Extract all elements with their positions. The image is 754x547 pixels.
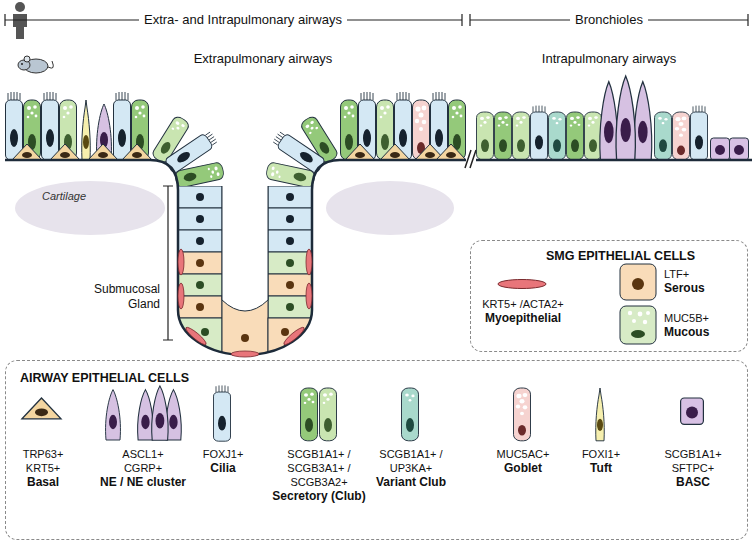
panel-title: SMG EPITHELIAL CELLS <box>546 248 695 264</box>
marker-text: SCGB1A1+ SFTPC+ <box>662 447 724 475</box>
marker-text: ASCL1+ CGRP+ <box>113 447 173 475</box>
airway-key-icons <box>22 385 703 441</box>
cell-type-key: ASCL1+ CGRP+NE / NE cluster <box>91 447 195 490</box>
cell-name: Mucous <box>664 325 748 340</box>
cell-name: NE / NE cluster <box>91 475 195 490</box>
cell-name: Secretory (Club) <box>262 489 376 504</box>
cartilage-outline <box>15 181 165 235</box>
myoepithelial-cells <box>178 249 312 357</box>
cell-type-key: MUC5B+Mucous <box>664 311 748 340</box>
marker-text: FOXJ1+ <box>193 447 253 461</box>
marker-text: LTF+ <box>664 267 748 281</box>
cell-name: Myoepithelial <box>473 311 573 326</box>
marker-text: TRP63+ KRT5+ <box>15 447 71 475</box>
cell-name: Serous <box>664 281 748 296</box>
cell-type-key: SCGB1A1+ SFTPC+BASC <box>656 447 730 490</box>
cell-name: Goblet <box>486 461 560 476</box>
surface-epithelium <box>6 92 467 188</box>
region-label: Submucosal Gland <box>84 282 160 312</box>
marker-text: FOXI1+ <box>571 447 631 461</box>
cell-name: Cilia <box>191 461 255 476</box>
basement-membrane <box>5 160 466 355</box>
cell-name: BASC <box>656 475 730 490</box>
cell-name: Variant Club <box>364 475 458 490</box>
cell-type-key: TRP63+ KRT5+Basal <box>6 447 80 490</box>
cartilage-label: Cartilage <box>42 190 165 203</box>
break-mark <box>465 150 476 168</box>
cell-type-key: SCGB1A1+ / SCGB3A1+ / SCGB3A2+Secretory … <box>262 447 376 504</box>
region-label: Extrapulmonary airways <box>189 51 338 67</box>
region-label: Bronchioles <box>570 12 648 28</box>
marker-text: SCGB1A1+ / SCGB3A1+ / SCGB3A2+ <box>284 447 354 489</box>
cartilage-ellipse <box>326 181 454 235</box>
cell-type-key: FOXI1+Tuft <box>569 447 633 476</box>
cell-type-key: MUC5AC+Goblet <box>486 447 560 476</box>
marker-text: KRT5+ /ACTA2+ <box>475 297 571 311</box>
cell-type-key: KRT5+ /ACTA2+Myoepithelial <box>473 297 573 326</box>
region-label: Intrapulmonary airways <box>537 51 681 67</box>
submucosal-gland <box>178 186 312 360</box>
bronchiole-epithelium <box>476 76 752 160</box>
panel-title: AIRWAY EPITHELIAL CELLS <box>20 370 189 386</box>
marker-text: SCGB1A1+ / UP3KA+ <box>375 447 447 475</box>
species-icons <box>13 2 53 73</box>
cell-name: Tuft <box>569 461 633 476</box>
cell-panel: AIRWAY EPITHELIAL CELLS TRP63+ KRT5+Basal… <box>5 360 748 540</box>
cartilage-shape <box>15 181 165 235</box>
marker-text: MUC5B+ <box>664 311 748 325</box>
cartilage-ellipse: Cartilage <box>15 181 165 235</box>
cell-name: Basal <box>6 475 80 490</box>
cell-type-key: FOXJ1+Cilia <box>191 447 255 476</box>
cell-type-key: LTF+Serous <box>664 267 748 296</box>
marker-text: MUC5AC+ <box>493 447 553 461</box>
cell-type-key: SCGB1A1+ / UP3KA+Variant Club <box>364 447 458 490</box>
cell-panel: SMG EPITHELIAL CELLS KRT5+ /ACTA2+Myoepit… <box>470 240 748 352</box>
region-label: Extra- and Intrapulmonary airways <box>139 12 347 28</box>
